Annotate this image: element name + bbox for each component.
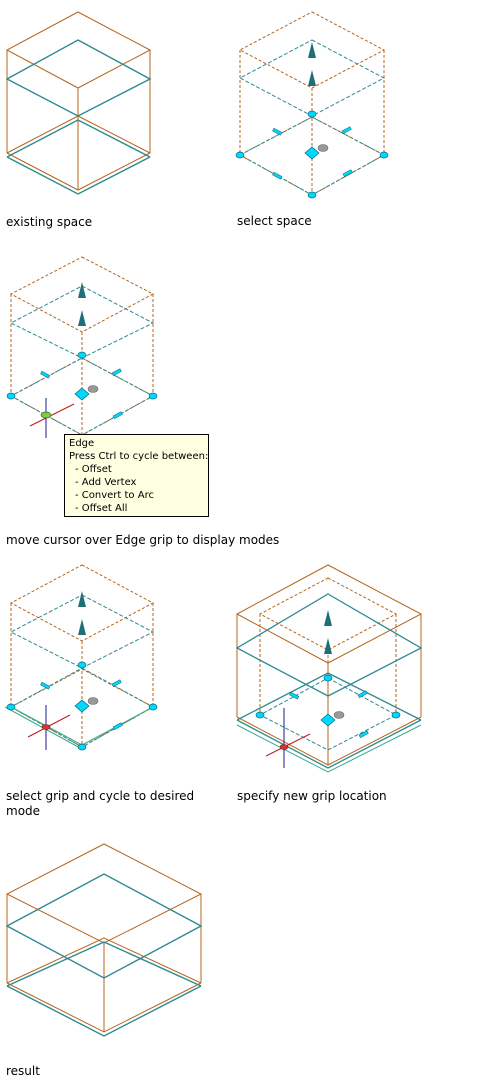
height-grip-arrow-icon [324,638,332,654]
height-grip-arrow-icon [78,310,86,326]
tooltip-item-offset-all: - Offset All [75,503,128,514]
caption-select-grip: select grip and cycle to desired mode [6,789,195,818]
edge-grip-tooltip: Edge Press Ctrl to cycle between: - Offs… [64,434,209,517]
location-grip-icon [320,713,336,727]
grip-icon [6,392,16,400]
edge-grip-icon [111,679,122,687]
grip-icon [6,703,16,711]
space-dashed-boundary [238,39,386,196]
grip-icon [77,743,87,751]
figure-select-space [235,11,389,199]
offset-preview-outline [4,706,154,750]
rotation-grip-icon [317,144,329,152]
box-outer-edges [5,843,203,1033]
box-outer-edges [5,11,152,191]
figure-hover-edge-grip [6,256,158,438]
grip-icon [307,110,317,118]
edge-grip-icon [112,411,123,419]
caption-result: result [6,1064,40,1078]
grip-icon [148,392,158,400]
figure-select-grip [4,564,158,751]
crosshair-cursor-icon [265,708,311,768]
location-grip-icon [74,699,90,713]
edge-grip-icon [40,681,51,690]
box-outer-edges [235,564,423,766]
height-grip-arrow-icon [78,282,86,298]
edge-grip-icon [289,691,300,700]
edge-grip-icon [342,169,353,177]
caption-move-cursor: move cursor over Edge grip to display mo… [6,533,280,547]
edge-grip-icon [358,730,369,738]
grip-icon [77,661,87,669]
hovered-edge-grip-icon [40,411,52,419]
edge-grip-icon [272,127,283,136]
grip-icon [307,191,317,199]
location-grip-icon [74,387,90,401]
rotation-grip-icon [333,711,345,719]
edge-grip-icon [40,370,51,379]
grip-icon [379,151,389,159]
edge-grip-icon [272,171,283,180]
grip-icon [77,351,87,359]
caption-select-space: select space [237,214,312,228]
edge-grip-icon [112,722,123,730]
rotation-grip-icon [87,697,99,705]
caption-specify-location: specify new grip location [237,789,387,803]
grip-icon [391,711,401,719]
figure-new-grip-location [235,564,423,773]
height-grip-arrow-icon [78,591,86,607]
space-boundary [5,873,203,1037]
figure-result [5,843,203,1037]
selected-edge-grip-icon [279,744,289,750]
tooltip-subtitle: Press Ctrl to cycle between: [69,451,209,462]
rotation-grip-icon [87,385,99,393]
height-grip-arrow-icon [308,42,316,58]
tooltip-item-convert-to-arc: - Convert to Arc [75,490,154,501]
tooltip-title: Edge [69,438,95,449]
grip-icon [323,674,333,682]
offset-preview-outline [236,724,422,773]
grip-icon [255,711,265,719]
space-boundary [235,593,423,769]
edge-grip-icon [357,690,368,698]
location-grip-icon [304,146,320,160]
height-grip-arrow-icon [78,619,86,635]
edge-grip-icon [341,126,352,134]
height-grip-arrow-icon [324,610,332,626]
space-dashed-boundary [258,677,398,751]
tooltip-item-offset: - Offset [75,464,112,475]
grip-icon [148,703,158,711]
space-boundary [5,39,152,195]
figure-existing-space [5,11,152,195]
grip-icon [235,151,245,159]
caption-existing-space: existing space [6,215,93,229]
height-grip-arrow-icon [308,70,316,86]
tooltip-item-add-vertex: - Add Vertex [75,477,137,488]
edge-grip-icon [111,368,122,376]
selected-edge-grip-icon [41,724,51,730]
